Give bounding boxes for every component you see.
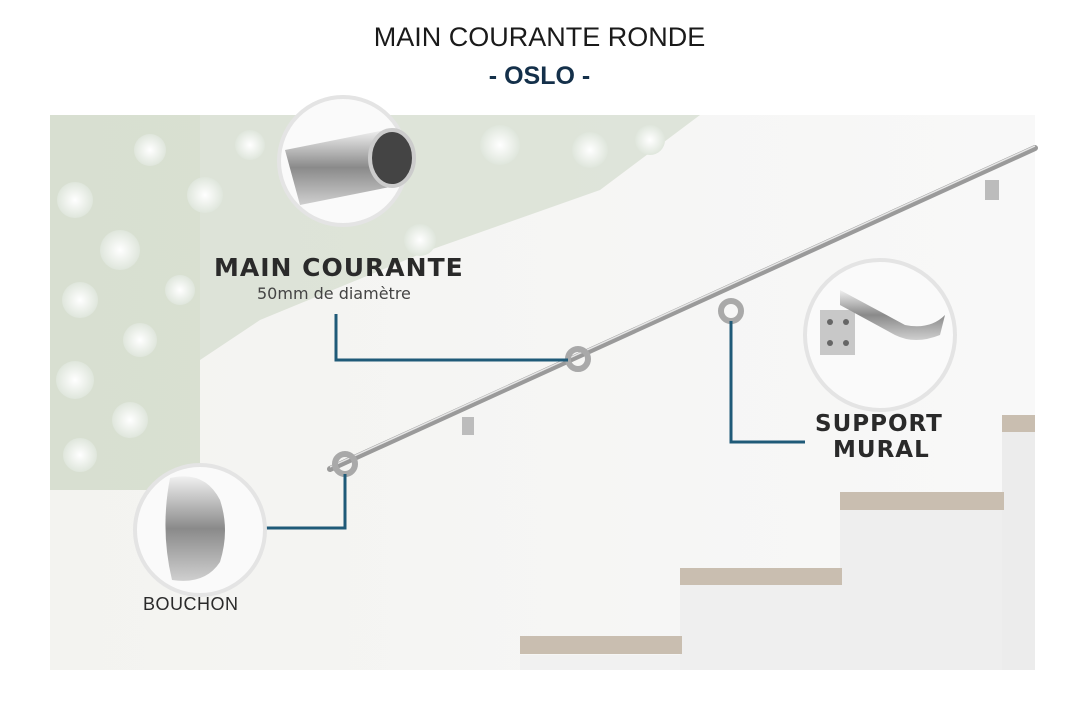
support-label-line2: MURAL xyxy=(833,437,930,463)
stair-tread xyxy=(680,568,842,585)
page-title: MAIN COURANTE RONDE xyxy=(373,22,706,52)
stair-tread xyxy=(520,636,682,654)
handrail-tube xyxy=(327,145,1038,472)
product-name: - OSLO - xyxy=(488,62,591,90)
wall-brackets xyxy=(462,180,999,435)
support-label-line1: SUPPORT xyxy=(815,411,943,437)
handrail-diameter-label: 50mm de diamètre xyxy=(257,284,411,303)
stair-tread xyxy=(1002,415,1035,432)
leader-lines xyxy=(264,314,805,530)
cap-label: BOUCHON xyxy=(143,594,239,614)
support-detail-circle xyxy=(803,258,957,412)
handrail-label: MAIN COURANTE xyxy=(214,253,464,282)
cap-detail-circle xyxy=(133,463,267,597)
handrail-detail-circle xyxy=(277,95,416,227)
stairs xyxy=(520,415,1035,670)
stair-tread xyxy=(840,492,1004,510)
